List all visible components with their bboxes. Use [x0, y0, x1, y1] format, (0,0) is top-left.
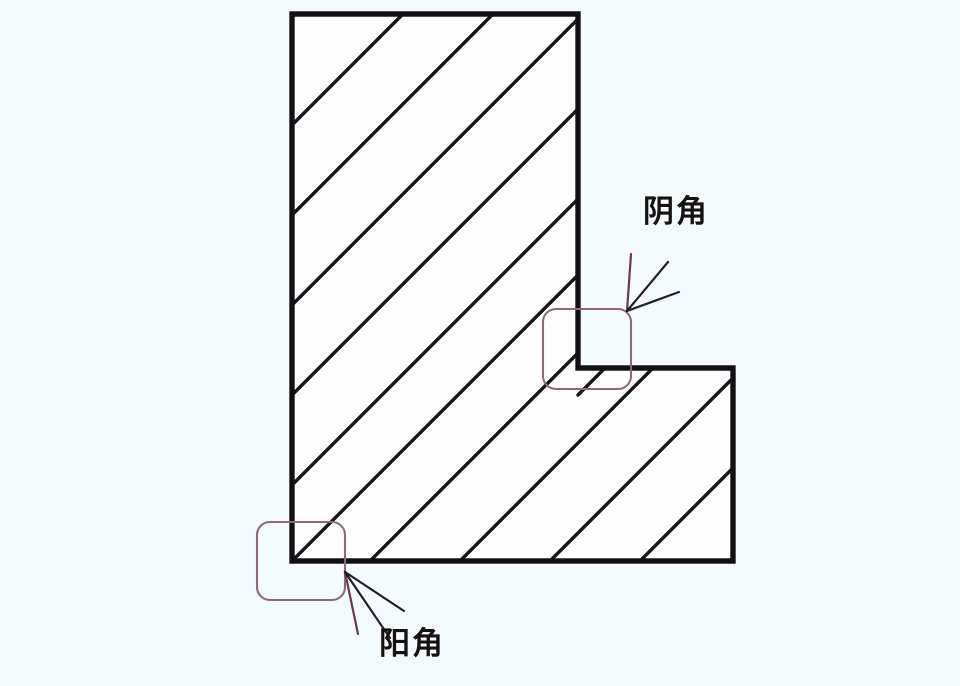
- highlight-box-inside-corner: [541, 307, 633, 391]
- hatch-line-3: [292, 107, 580, 397]
- hatch-line-0: [292, 14, 405, 127]
- leader-line-inside-corner-1: [625, 260, 670, 313]
- hatch-line-2: [292, 17, 580, 307]
- leader-line-inside-corner-2: [625, 290, 681, 313]
- hatch-line-7: [458, 366, 655, 561]
- hatch-line-1: [292, 14, 495, 217]
- label-outside-corner: 阳角: [379, 626, 445, 662]
- hatch-line-6: [368, 351, 580, 561]
- hatch-line-4: [292, 197, 580, 487]
- l-shape-outline-stroke: [289, 11, 736, 564]
- annotation-outside-corner: 阳角: [255, 520, 445, 662]
- leader-line-outside-corner-1: [343, 570, 392, 640]
- hatch-line-8: [548, 376, 733, 561]
- leader-line-inside-corner-0: [625, 252, 633, 313]
- hatch-line-9: [638, 466, 733, 561]
- highlight-box-outside-corner: [255, 520, 347, 602]
- annotation-inside-corner: 阴角: [541, 194, 709, 391]
- leader-line-outside-corner-2: [343, 570, 406, 613]
- leader-line-outside-corner-0: [343, 570, 360, 636]
- label-inside-corner: 阴角: [643, 194, 709, 230]
- hatch-line-5: [292, 273, 580, 561]
